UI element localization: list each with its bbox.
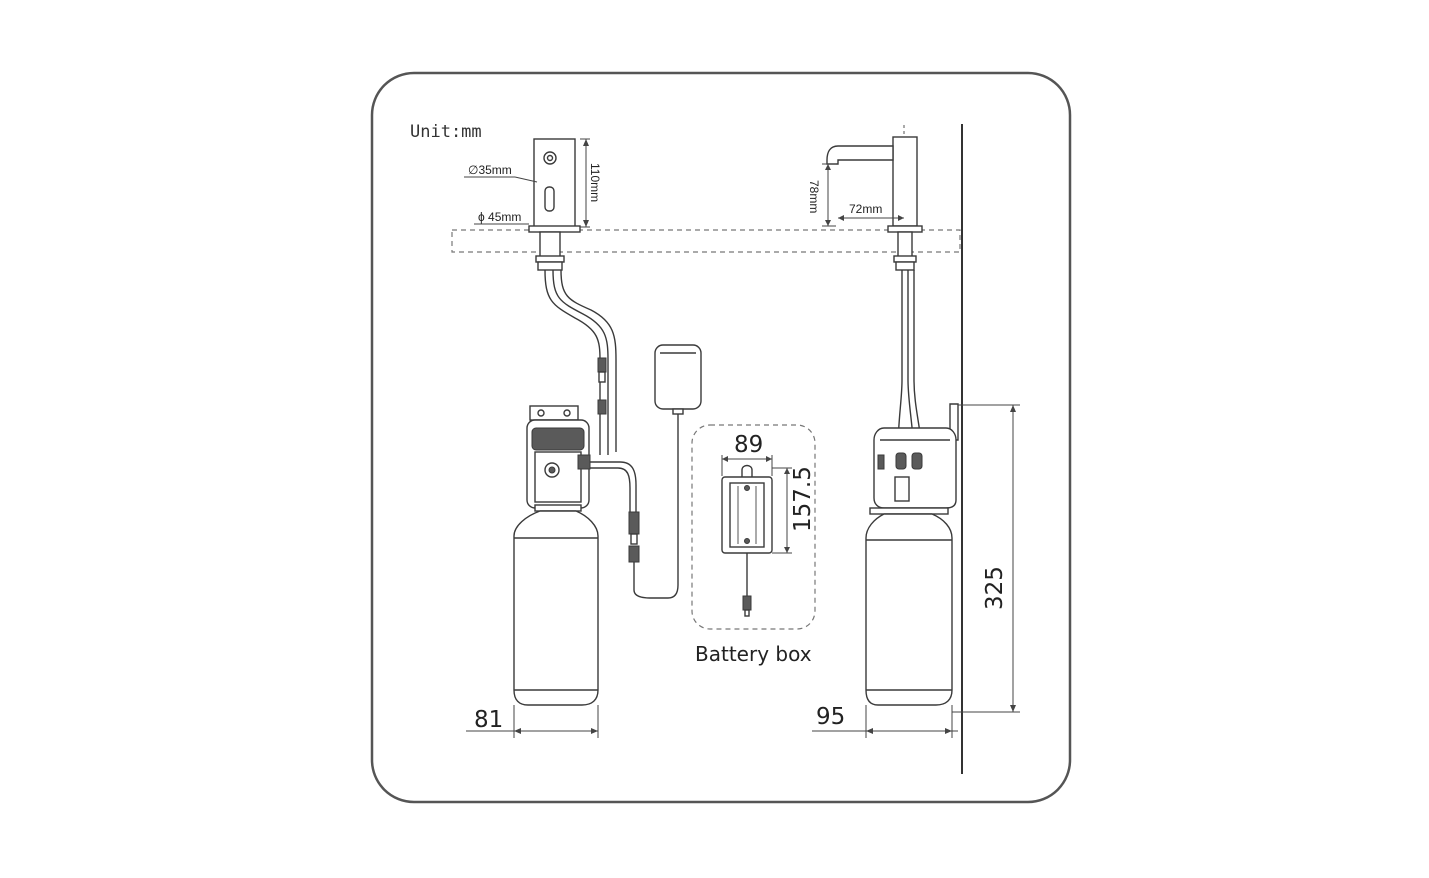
countertop [451,229,961,253]
left-faucet-dimensions: ∅35mm ϕ 45mm 110mm [464,138,602,228]
faucet-height-label: 110mm [588,163,602,202]
battery-box-dimensions: 89 157.5 [721,432,816,554]
left-faucet [528,138,581,271]
battery-box [721,464,773,617]
left-cables [544,269,679,599]
spout-height-label: 78mm [807,180,821,213]
diagram-frame [370,71,1072,804]
right-faucet-dimensions: 78mm 72mm [807,163,904,227]
battery-box-caption: Battery box [695,642,812,666]
left-bottle-dimension: 81 [466,705,599,738]
right-pump-unit [869,403,959,515]
power-adapter [654,344,702,415]
total-height-label: 325 [982,566,1008,610]
right-bottle [865,513,953,706]
left-bottle [513,510,599,706]
battery-box-outline [691,424,816,630]
right-faucet [826,125,923,271]
left-pump-unit [526,405,591,512]
spout-reach-label: 72mm [849,202,882,216]
right-bottle-width-label: 95 [816,704,845,730]
battery-box-height-label: 157.5 [790,466,816,532]
right-bottle-dimension: 95 [812,704,958,738]
total-height-dimension: 325 [952,404,1020,713]
battery-box-width-label: 89 [734,432,763,458]
unit-label: Unit:mm [410,122,482,142]
inner-diameter-label: ∅35mm [468,163,512,177]
outer-diameter-label: ϕ 45mm [478,210,521,224]
left-bottle-width-label: 81 [474,707,503,733]
